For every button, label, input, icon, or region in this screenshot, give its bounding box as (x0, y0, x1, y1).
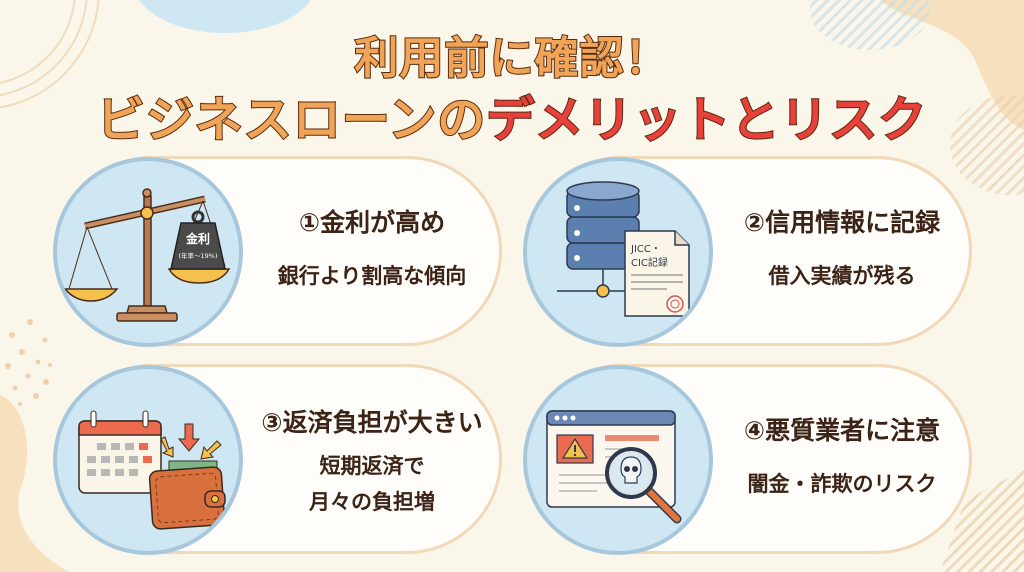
icon-circle: 金利 (年率〜19%) (53, 157, 243, 347)
card-description: 銀行より割高な傾向 (277, 264, 467, 288)
card-heading: ③返済負担が大きい (261, 408, 483, 437)
card-description: 借入実績が残る (768, 264, 916, 288)
svg-text:JICC・: JICC・ (630, 244, 661, 255)
card-repayment-burden: ③返済負担が大きい 短期返済で 月々の負担増 (53, 364, 502, 555)
warning-browser-magnifier-icon (546, 410, 682, 524)
svg-text:(年率〜19%): (年率〜19%) (178, 251, 217, 260)
database-document-icon: JICC・ CIC記録 (557, 181, 690, 317)
card-description-line1: 短期返済で (319, 454, 425, 478)
calendar-wallet-icon (78, 410, 226, 530)
icon-circle (523, 365, 713, 555)
scale-icon: 金利 (年率〜19%) (63, 188, 231, 322)
svg-text:CIC記録: CIC記録 (631, 256, 668, 269)
card-credit-record: JICC・ CIC記録 ②信用情報に記録 借入実績が残る (523, 156, 972, 347)
icon-circle (53, 365, 243, 555)
card-description: 闇金・詐欺のリスク (747, 472, 937, 496)
page-title-line2: ビジネスローンのデメリットとリスク (0, 80, 1024, 150)
page-title-line1: 利用前に確認！ (354, 32, 670, 85)
card-heading: ②信用情報に記録 (743, 208, 941, 237)
card-high-interest: 金利 (年率〜19%) ①金利が高め 銀行より割高な傾向 (53, 156, 502, 347)
title-prefix: ビジネスローンの (96, 91, 487, 149)
title-highlight: デメリットとリスク (485, 91, 928, 149)
card-heading: ④悪質業者に注意 (743, 416, 941, 445)
card-description-line2: 月々の負担増 (309, 490, 435, 514)
icon-circle: JICC・ CIC記録 (523, 157, 713, 347)
svg-text:金利: 金利 (185, 231, 210, 246)
card-malicious-lenders: ④悪質業者に注意 闇金・詐欺のリスク (523, 364, 972, 555)
card-heading: ①金利が高め (298, 208, 446, 237)
